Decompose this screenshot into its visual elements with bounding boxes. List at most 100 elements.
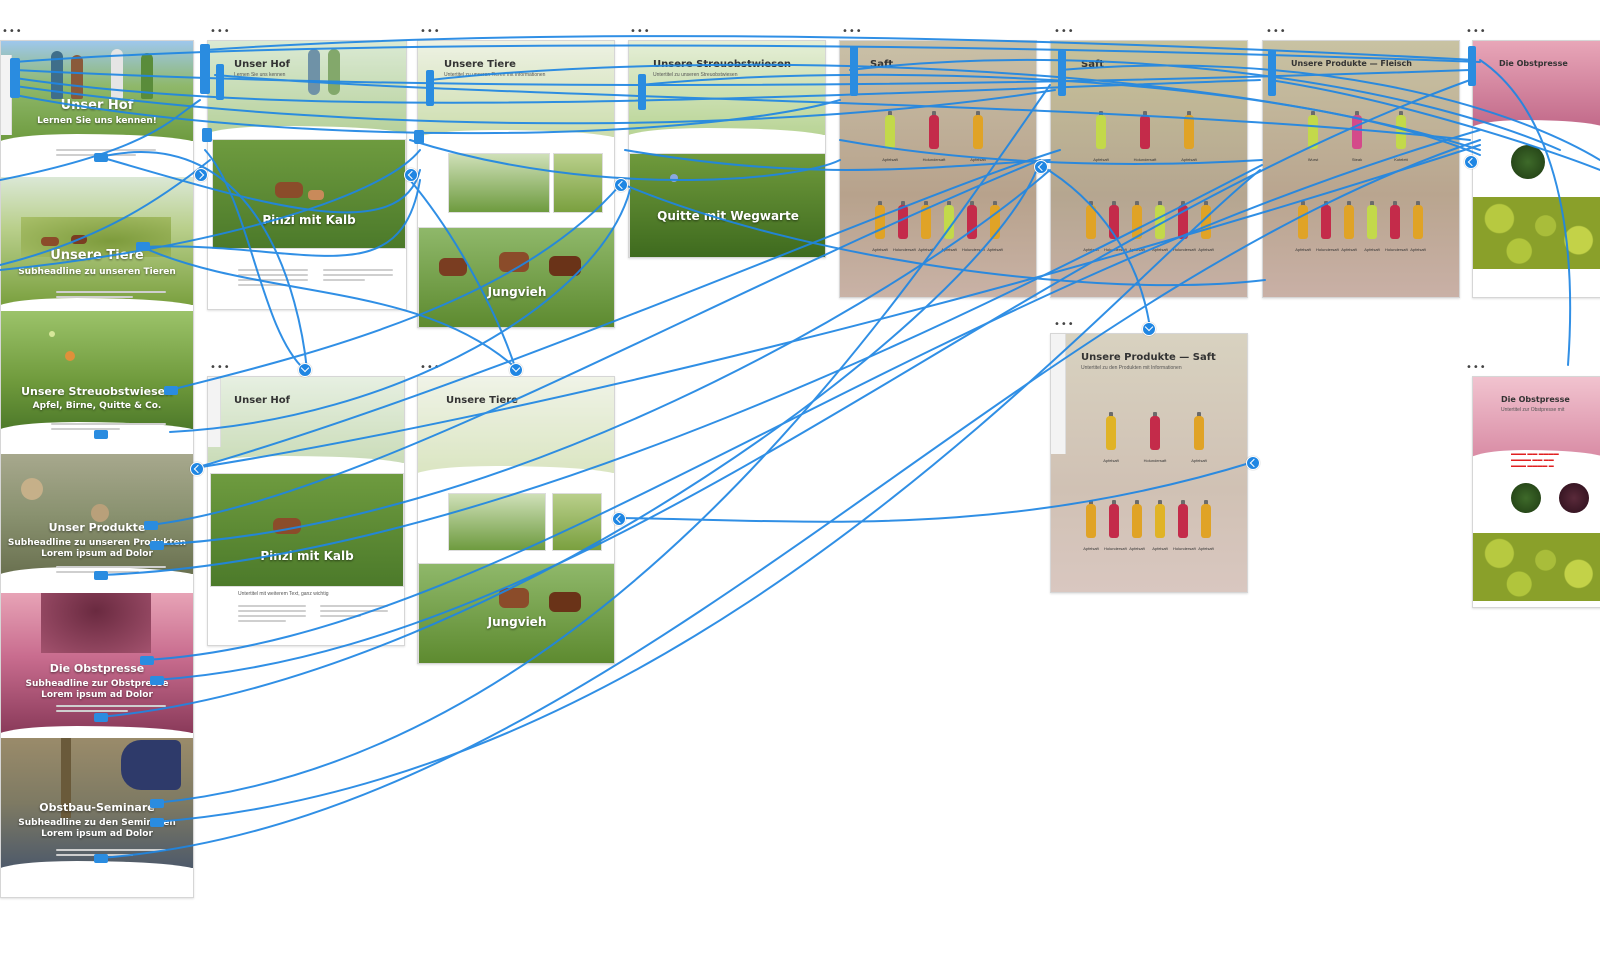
artboard-menu-icon[interactable]: ••• — [1266, 26, 1287, 37]
product-card[interactable]: Apfelsaft — [1091, 412, 1131, 474]
product-card[interactable]: Holundersaft — [1385, 201, 1408, 263]
product-card[interactable]: Apfelsaft — [870, 201, 890, 263]
product-card[interactable]: Apfelsaft — [1169, 111, 1209, 173]
artboard-saft[interactable]: Saft Apfelsaft Holundersaft Apfelsaft Ap… — [839, 40, 1037, 298]
artboard-menu-icon[interactable]: ••• — [210, 362, 231, 373]
artboard-menu-icon[interactable]: ••• — [842, 26, 863, 37]
product-card[interactable]: Apfelsaft — [1362, 201, 1382, 263]
artboard-hof-detail[interactable]: Unser Hof Pinzi mit Kalb Untertitel mit … — [207, 376, 405, 646]
artboard-menu-icon[interactable]: ••• — [1466, 362, 1487, 373]
wire-handle[interactable] — [298, 363, 312, 377]
product-card[interactable]: Holundersaft — [1104, 500, 1127, 562]
product-label: Apfelsaft — [1341, 247, 1357, 252]
product-card[interactable]: Holundersaft — [914, 111, 954, 173]
artboard-hof[interactable]: Unser Hof Lernen Sie uns kennen Pinzi mi… — [207, 40, 407, 310]
nav-hotspot[interactable] — [200, 44, 210, 94]
artboard-menu-icon[interactable]: ••• — [1466, 26, 1487, 37]
product-card[interactable]: Apfelsaft — [1127, 500, 1147, 562]
product-card[interactable]: Apfelsaft — [916, 201, 936, 263]
artboard-saft-detail[interactable]: Unsere Produkte — Saft Untertitel zu den… — [1050, 333, 1248, 593]
product-card[interactable]: Holundersaft — [1316, 201, 1339, 263]
link-hotspot[interactable] — [150, 541, 164, 550]
product-card[interactable]: Holundersaft — [1135, 412, 1175, 474]
link-hotspot[interactable] — [150, 818, 164, 827]
wire-handle[interactable] — [1034, 160, 1048, 174]
wire-handle[interactable] — [194, 168, 208, 182]
artboard-menu-icon[interactable]: ••• — [210, 26, 231, 37]
nav-hotspot[interactable] — [1268, 50, 1276, 96]
link-hotspot[interactable] — [94, 430, 108, 439]
product-label: Apfelsaft — [1083, 546, 1099, 551]
product-card[interactable]: Apfelsaft — [1150, 500, 1170, 562]
link-hotspot[interactable] — [164, 386, 178, 395]
product-card[interactable]: Apfelsaft — [939, 201, 959, 263]
artboard-menu-icon[interactable]: ••• — [2, 26, 23, 37]
nav-hotspot[interactable] — [850, 46, 858, 96]
product-card[interactable]: Apfelsaft — [1150, 201, 1170, 263]
link-hotspot[interactable] — [140, 656, 154, 665]
product-card[interactable]: Apfelsaft — [1196, 500, 1216, 562]
nav-hotspot[interactable] — [638, 74, 646, 110]
wire-handle[interactable] — [1464, 155, 1478, 169]
wire-handle[interactable] — [1142, 322, 1156, 336]
artboard-menu-icon[interactable]: ••• — [420, 362, 441, 373]
product-card[interactable]: Holundersaft — [1173, 500, 1196, 562]
wire-handle[interactable] — [509, 363, 523, 377]
product-card[interactable]: Apfelsaft — [1408, 201, 1428, 263]
artboard-tiere-detail[interactable]: Unsere Tiere Jungvieh — [417, 376, 615, 664]
product-card[interactable]: Apfelsaft — [1179, 412, 1219, 474]
product-card[interactable]: Apfelsaft — [1127, 201, 1147, 263]
nav-hotspot[interactable] — [216, 64, 224, 100]
wire-handle[interactable] — [614, 178, 628, 192]
artboard-homepage[interactable]: Unser Hof Lernen Sie uns kennen! Unsere … — [0, 40, 194, 898]
product-card[interactable]: Holundersaft — [962, 201, 985, 263]
wire-handle[interactable] — [612, 512, 626, 526]
artboard-saft-2[interactable]: Saft Apfelsaft Holundersaft Apfelsaft Ap… — [1050, 40, 1248, 298]
wire-handle[interactable] — [190, 462, 204, 476]
artboard-menu-icon[interactable]: ••• — [1054, 26, 1075, 37]
product-card[interactable]: Apfelsaft — [1081, 201, 1101, 263]
product-card[interactable]: Apfelsaft — [985, 201, 1005, 263]
link-hotspot[interactable] — [136, 242, 150, 251]
artboard-menu-icon[interactable]: ••• — [630, 26, 651, 37]
product-card[interactable]: Apfelsaft — [1339, 201, 1359, 263]
product-card[interactable]: Holundersaft — [893, 201, 916, 263]
link-hotspot[interactable] — [150, 799, 164, 808]
product-card[interactable]: Kotelett — [1381, 111, 1421, 173]
nav-hotspot[interactable] — [10, 58, 20, 98]
wire-handle[interactable] — [404, 168, 418, 182]
side-nav[interactable] — [1051, 334, 1066, 454]
artboard-obstpresse[interactable]: Die Obstpresse — [1472, 40, 1600, 298]
link-hotspot[interactable] — [150, 676, 164, 685]
product-card[interactable]: Holundersaft — [1125, 111, 1165, 173]
artboard-obstpresse-detail[interactable]: Die Obstpresse Untertitel zur Obstpresse… — [1472, 376, 1600, 608]
artboard-menu-icon[interactable]: ••• — [1054, 319, 1075, 330]
side-nav[interactable] — [208, 377, 221, 447]
product-card[interactable]: Apfelsaft — [958, 111, 998, 173]
artboard-fleisch[interactable]: Unsere Produkte — Fleisch Wurst Steak Ko… — [1262, 40, 1460, 298]
link-hotspot[interactable] — [94, 153, 108, 162]
artboard-tiere[interactable]: Unsere Tiere Untertitel zu unseren Tiere… — [417, 40, 615, 328]
link-hotspot[interactable] — [202, 128, 212, 142]
product-card[interactable]: Apfelsaft — [1081, 500, 1101, 562]
product-card[interactable]: Holundersaft — [1173, 201, 1196, 263]
link-hotspot[interactable] — [94, 854, 108, 863]
nav-hotspot[interactable] — [1058, 50, 1066, 96]
artboard-streuobst[interactable]: Unsere Streuobstwiesen Untertitel zu uns… — [628, 40, 826, 258]
link-hotspot[interactable] — [144, 521, 158, 530]
product-card[interactable]: Holundersaft — [1104, 201, 1127, 263]
product-card[interactable]: Wurst — [1293, 111, 1333, 173]
nav-hotspot[interactable] — [426, 70, 434, 106]
product-label: Apfelsaft — [1295, 247, 1311, 252]
link-hotspot[interactable] — [94, 571, 108, 580]
link-hotspot[interactable] — [94, 713, 108, 722]
artboard-menu-icon[interactable]: ••• — [420, 26, 441, 37]
link-hotspot[interactable] — [414, 130, 424, 144]
product-card[interactable]: Steak — [1337, 111, 1377, 173]
nav-hotspot[interactable] — [1468, 46, 1476, 86]
product-card[interactable]: Apfelsaft — [1293, 201, 1313, 263]
product-card[interactable]: Apfelsaft — [1081, 111, 1121, 173]
product-card[interactable]: Apfelsaft — [870, 111, 910, 173]
product-card[interactable]: Apfelsaft — [1196, 201, 1216, 263]
wire-handle[interactable] — [1246, 456, 1260, 470]
